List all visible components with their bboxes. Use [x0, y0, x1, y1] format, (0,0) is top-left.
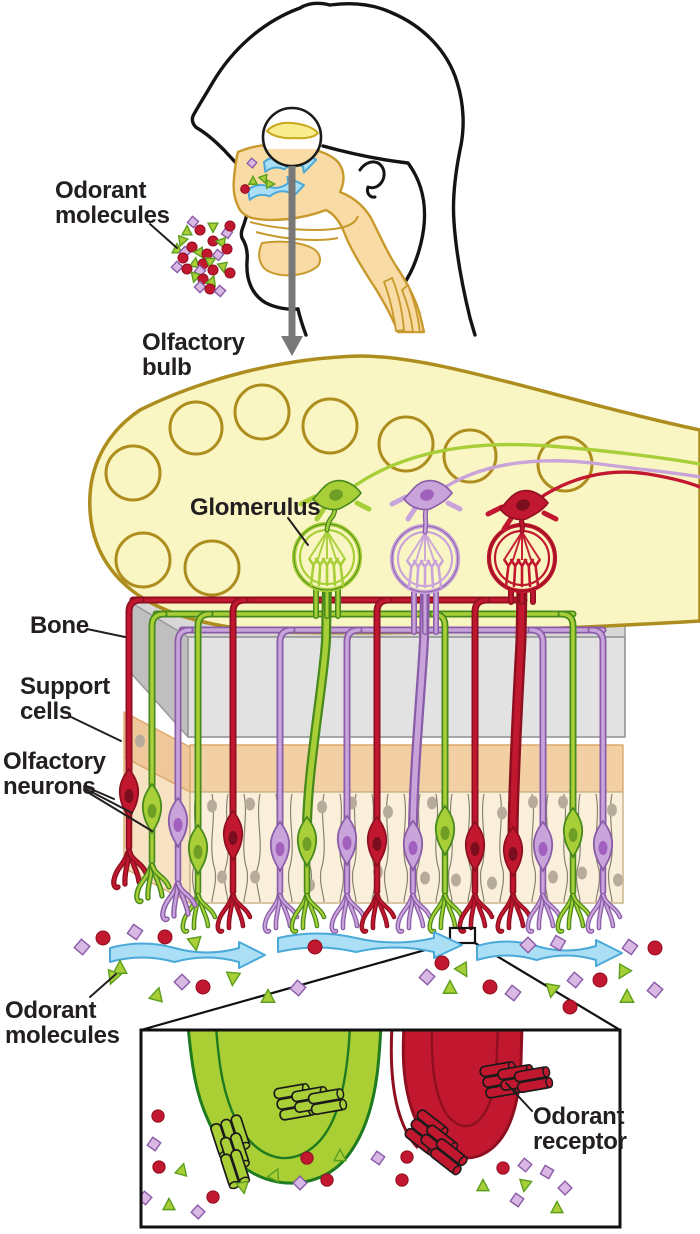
bone-front-face: [187, 636, 626, 738]
glomeruli-colored: [291, 521, 558, 595]
label-bone: Bone: [30, 612, 89, 639]
zoom-down-arrow: [281, 166, 303, 356]
mucus-airflow-arrows: [109, 931, 623, 969]
odorant-receptor-bundles: [210, 1061, 554, 1190]
larynx-strips: [382, 276, 422, 333]
head-outline-back: [328, 2, 477, 337]
cheek-line: [321, 144, 427, 301]
label-odorant-molecules-top: Odorant molecules: [55, 177, 170, 230]
nasal-cavity: [232, 143, 426, 334]
ear: [358, 160, 386, 199]
palate-lines: [249, 215, 359, 241]
odorant-molecules-mucus: [73, 923, 664, 1015]
label-support-cells: Support cells: [20, 673, 110, 726]
label-odorant-molecules-bottom: Odorant molecules: [5, 997, 120, 1050]
odorant-molecules-inset: [141, 1109, 573, 1220]
mini-olfactory-bulb: [265, 121, 320, 140]
glomeruli-empty-circles: [104, 383, 594, 597]
label-pointer-lines: [70, 223, 533, 1112]
zoom-marker-box: [448, 926, 477, 945]
inset-border: [139, 1028, 622, 1229]
label-odorant-receptor: Odorant receptor: [533, 1103, 627, 1156]
neck-front-line: [296, 307, 308, 337]
mitral-cell-axons: [347, 442, 700, 504]
odorant-receptor-bundle: [479, 1061, 554, 1099]
olfactory-neuron-cells: [111, 767, 623, 934]
support-layer-front: [189, 744, 624, 793]
support-cell-nucleus: [135, 734, 145, 748]
olfactory-bulb-shape: [88, 354, 700, 635]
olfactory-axon-bundles: [125, 580, 607, 845]
label-olfactory-bulb: Olfactory bulb: [142, 329, 245, 382]
odorant-molecules-cloud: [170, 215, 236, 298]
odorant-receptor-bundle: [404, 1109, 468, 1176]
odorant-receptor-bundle: [273, 1083, 348, 1121]
mitral-cells: [298, 479, 559, 535]
label-glomerulus: Glomerulus: [190, 494, 321, 521]
label-olfactory-neurons: Olfactory neurons: [3, 748, 106, 801]
